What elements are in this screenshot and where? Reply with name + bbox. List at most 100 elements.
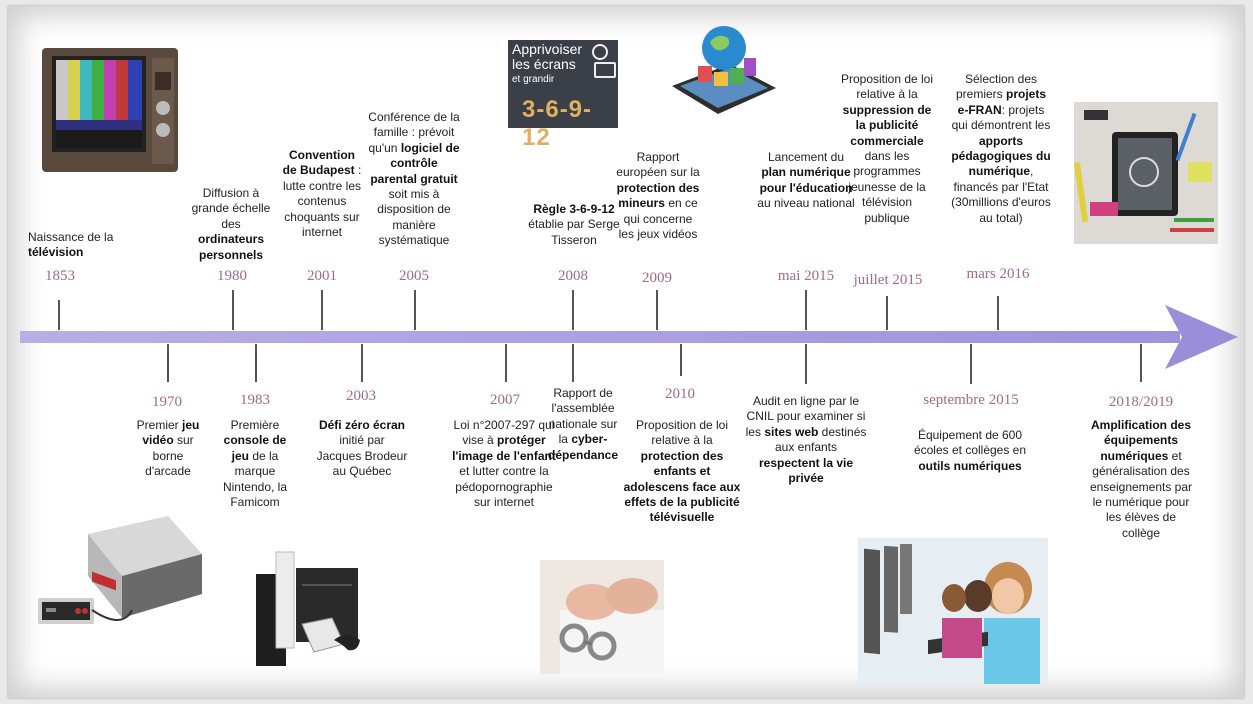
bold-text-segment: jeu vidéo xyxy=(142,418,200,448)
text-segment: au niveau national xyxy=(757,196,855,211)
desc-2005: Conférence de la famille : prévoit qu'un… xyxy=(366,110,462,249)
tick-2005 xyxy=(414,290,416,330)
tick-2009 xyxy=(656,290,658,330)
desc-2018-2019: Amplification des équipements numériques… xyxy=(1086,418,1196,541)
bold-text-segment: sites web xyxy=(764,424,819,439)
year-2005: 2005 xyxy=(399,268,429,284)
desc-2010: Proposition de loi relative à la protect… xyxy=(622,418,742,526)
nes-console-icon xyxy=(38,516,202,624)
desc-1980: Diffusion à grande échelle des ordinateu… xyxy=(190,186,272,263)
tick-2008b xyxy=(572,344,574,382)
year-1970: 1970 xyxy=(152,394,182,410)
bold-text-segment: respectent la vie privée xyxy=(758,455,854,486)
bold-text-segment: Convention de Budapest xyxy=(282,148,355,178)
tick-2018 xyxy=(1140,344,1142,382)
tick-mars-2016 xyxy=(997,296,999,330)
globe-tablet-icon xyxy=(672,26,776,114)
desc-1983: Première console de jeu de la marque Nin… xyxy=(214,418,296,510)
tick-2008 xyxy=(572,290,574,330)
text-segment: Proposition de loi relative à la xyxy=(840,72,934,102)
desc-2008: Règle 3-6-9-12 établie par Serge Tissero… xyxy=(528,202,620,248)
tick-1983 xyxy=(255,344,257,382)
text-segment: Première xyxy=(230,418,280,432)
text-segment: Sélection des premiers xyxy=(955,72,1038,102)
text-segment: en ce qui concerne les jeux vidéos xyxy=(618,196,698,242)
children-computers-icon xyxy=(858,538,1048,684)
handcuffed-hands-icon xyxy=(540,560,664,674)
tick-1970 xyxy=(167,344,169,382)
desc-2003: Défi zéro écran initié par Jacques Brode… xyxy=(316,418,408,480)
text-segment: initié par Jacques Brodeur au Québec xyxy=(316,433,408,479)
text-segment: Équipement de 600 écoles et collèges en xyxy=(913,428,1027,458)
bold-text-segment: ordinateurs personnels xyxy=(197,232,264,262)
bold-text-segment: logiciel de contrôle parental gratuit xyxy=(370,140,460,186)
year-1853: 1853 xyxy=(45,268,75,284)
badge-line2: les écrans xyxy=(512,56,576,72)
tv-icon xyxy=(42,48,178,172)
bold-text-segment: protection des mineurs xyxy=(616,180,700,211)
badge-digits: 3-6-9-12 xyxy=(522,96,593,151)
tick-sept-2015 xyxy=(970,344,972,384)
year-2001: 2001 xyxy=(307,268,337,284)
tick-audit xyxy=(805,344,807,384)
tick-juillet-2015 xyxy=(886,296,888,330)
desc-juillet-2015: Proposition de loi relative à la suppres… xyxy=(838,72,936,226)
text-segment: Proposition de loi relative à la xyxy=(635,418,729,448)
desc-septembre-2015: Équipement de 600 écoles et collèges en … xyxy=(912,428,1028,474)
text-segment: Diffusion à grande échelle des xyxy=(191,186,271,231)
bold-text-segment: cyber-dépendance xyxy=(547,432,619,462)
text-segment: soit mis à disposition de manière systém… xyxy=(377,187,451,248)
year-mars-2016: mars 2016 xyxy=(966,266,1030,282)
year-2003: 2003 xyxy=(346,388,376,404)
desc-mars-2016: Sélection des premiers projets e-FRAN: p… xyxy=(950,72,1052,226)
year-juillet-2015: juillet 2015 xyxy=(853,272,923,288)
tick-2003 xyxy=(361,344,363,382)
bold-text-segment: plan numérique pour l'éducation xyxy=(759,165,853,195)
bold-text-segment: projets e-FRAN xyxy=(957,87,1047,117)
text-segment: et lutter contre la pédopornographie sur… xyxy=(455,464,553,510)
text-segment: établie par Serge Tisseron xyxy=(528,217,620,247)
tv-small-icon xyxy=(594,62,616,78)
desc-mai-2015: Lancement du plan numérique pour l'éduca… xyxy=(757,150,855,212)
desc-1853: Naissance de la télévision xyxy=(28,230,128,261)
tick-2010 xyxy=(680,344,682,376)
text-segment: : lutte contre les contenus choquants su… xyxy=(282,163,362,240)
bold-text-segment: console de jeu xyxy=(223,433,287,463)
year-septembre-2015: septembre 2015 xyxy=(923,392,1019,408)
year-2008: 2008 xyxy=(558,268,588,284)
text-segment: , financés par l'Etat (30millions d'euro… xyxy=(951,164,1051,225)
badge-line1: Apprivoiser xyxy=(512,41,583,57)
year-2018-2019: 2018/2019 xyxy=(1108,394,1174,410)
globe-small-icon xyxy=(592,44,608,60)
text-segment: Rapport de l'assemblée nationale sur la xyxy=(548,386,618,447)
bold-text-segment: suppression de la publicité commerciale xyxy=(842,102,932,148)
bold-text-segment: protection des enfants et adolescens fac… xyxy=(623,448,741,525)
badge-line3: et grandir xyxy=(512,74,555,85)
text-segment: Naissance de la xyxy=(28,230,114,244)
desk-tools-icon xyxy=(1074,102,1218,244)
bold-text-segment: télévision xyxy=(28,245,84,260)
desc-2008-rapport: Rapport de l'assemblée nationale sur la … xyxy=(546,386,620,463)
desc-1970: Premier jeu vidéo sur borne d'arcade xyxy=(130,418,206,480)
bold-text-segment: Règle 3-6-9-12 xyxy=(533,202,615,216)
bold-text-segment: Défi zéro écran xyxy=(318,418,406,432)
text-segment: dans les programmes jeunesse de la télév… xyxy=(848,149,926,225)
text-segment: : projets qui démontrent les xyxy=(951,102,1051,133)
year-1983: 1983 xyxy=(240,392,270,408)
tick-1853 xyxy=(58,300,60,330)
desc-audit: Audit en ligne par le CNIL pour examiner… xyxy=(744,394,868,486)
desc-2001: Convention de Budapest : lutte contre le… xyxy=(282,148,362,240)
bold-text-segment: Amplification des équipements numériques xyxy=(1090,418,1191,463)
year-2010: 2010 xyxy=(665,386,695,402)
text-segment: Lancement du xyxy=(767,150,845,164)
bold-text-segment: outils numériques xyxy=(918,458,1022,473)
desc-2009: Rapport européen sur la protection des m… xyxy=(616,150,700,242)
year-2009: 2009 xyxy=(642,270,672,286)
year-mai-2015: mai 2015 xyxy=(777,268,835,284)
year-2007: 2007 xyxy=(490,392,520,408)
apprivoiser-badge: Apprivoiser les écrans et grandir 3-6-9-… xyxy=(508,40,618,151)
year-1980: 1980 xyxy=(217,268,247,284)
tick-1980 xyxy=(232,290,234,330)
tick-2007 xyxy=(505,344,507,382)
tick-mai-2015 xyxy=(805,290,807,330)
